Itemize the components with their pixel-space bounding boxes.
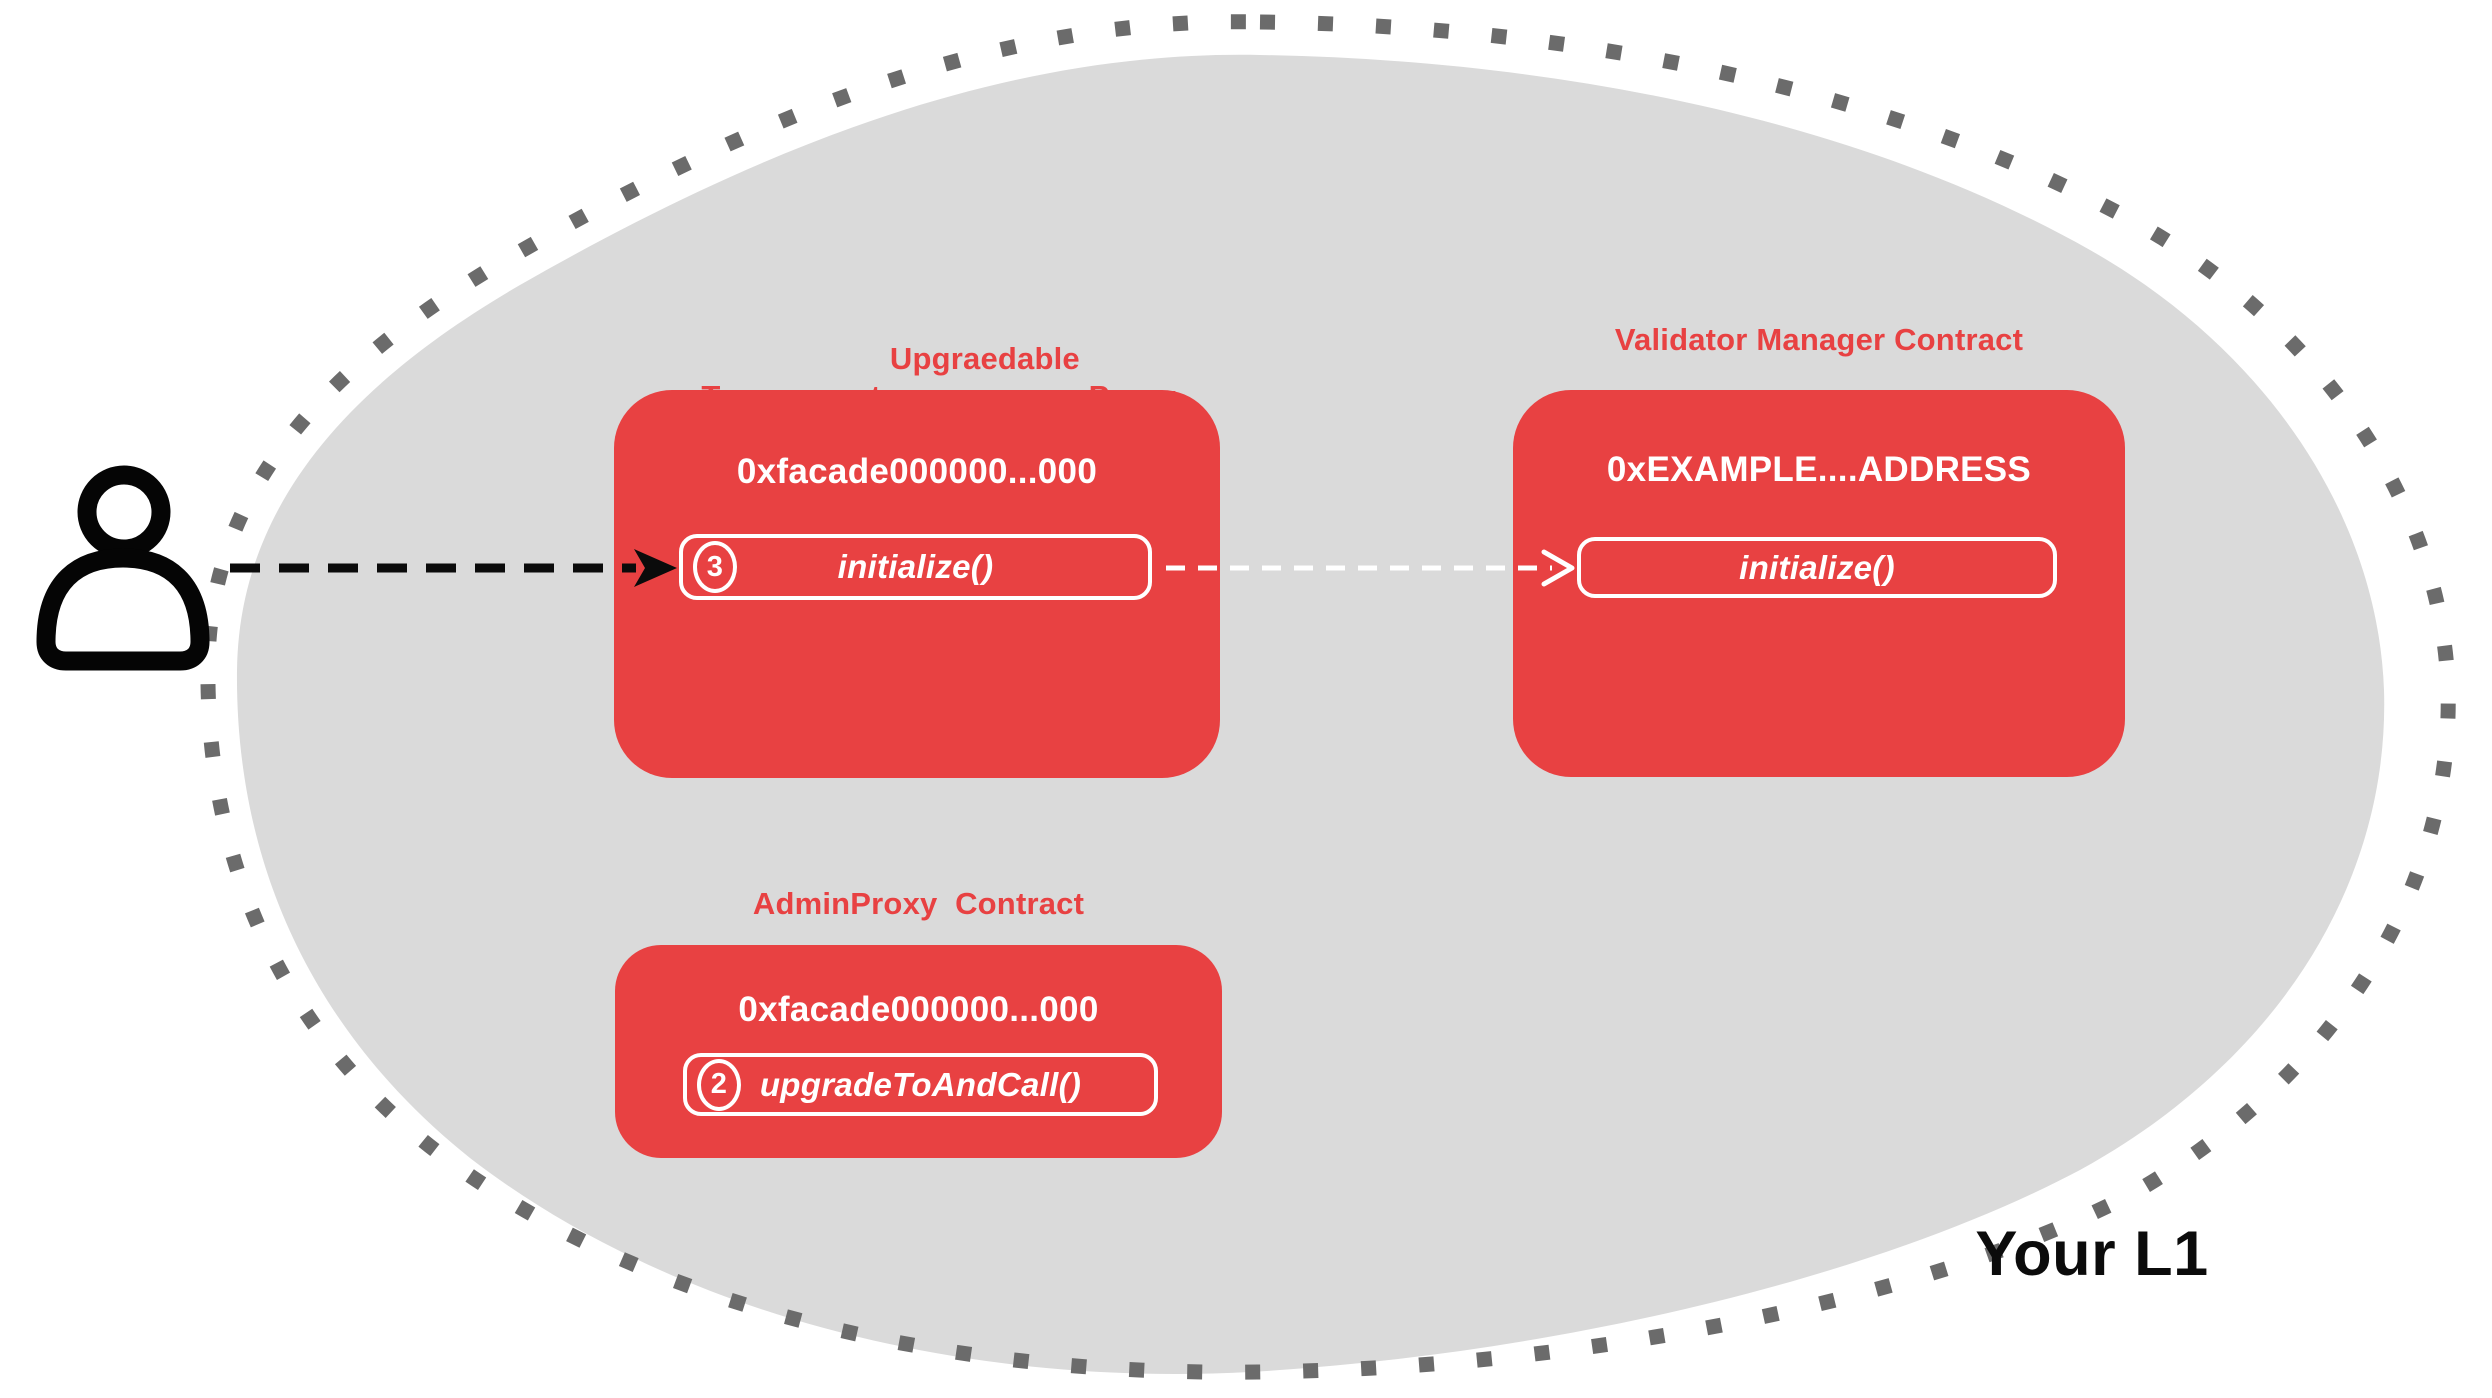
validator-initialize-label: initialize(): [1739, 548, 1895, 586]
validator-contract-box: [1513, 390, 2125, 777]
admin-proxy-contract-title: AdminProxy Contract: [752, 886, 1085, 921]
proxy-initialize-button: 3 initialize(): [679, 534, 1152, 600]
validator-contract-address: 0xEXAMPLE....ADDRESS: [1606, 450, 2032, 489]
admin-proxy-contract-box: [615, 945, 1222, 1158]
user-icon: [36, 465, 210, 671]
upgrade-to-and-call-button: 2 upgradeToAndCall(): [683, 1053, 1158, 1116]
region-label: Your L1: [1975, 1219, 2209, 1289]
upgrade-to-and-call-label: upgradeToAndCall(): [759, 1065, 1082, 1103]
validator-contract-title: Validator Manager Contract: [1614, 322, 2024, 357]
misspelled-word-text: Upgraedable: [889, 341, 1080, 376]
proxy-contract-address: 0xfacade000000...000: [736, 452, 1098, 491]
proxy-initialize-label: initialize(): [837, 548, 994, 585]
validator-initialize-button: initialize(): [1577, 537, 2057, 598]
admin-proxy-contract-address: 0xfacade000000...000: [738, 990, 1099, 1029]
step-2-badge: 2: [697, 1058, 741, 1111]
l1-blob-dotted-border: [200, 14, 2456, 1380]
step-3-badge: 3: [693, 541, 737, 593]
